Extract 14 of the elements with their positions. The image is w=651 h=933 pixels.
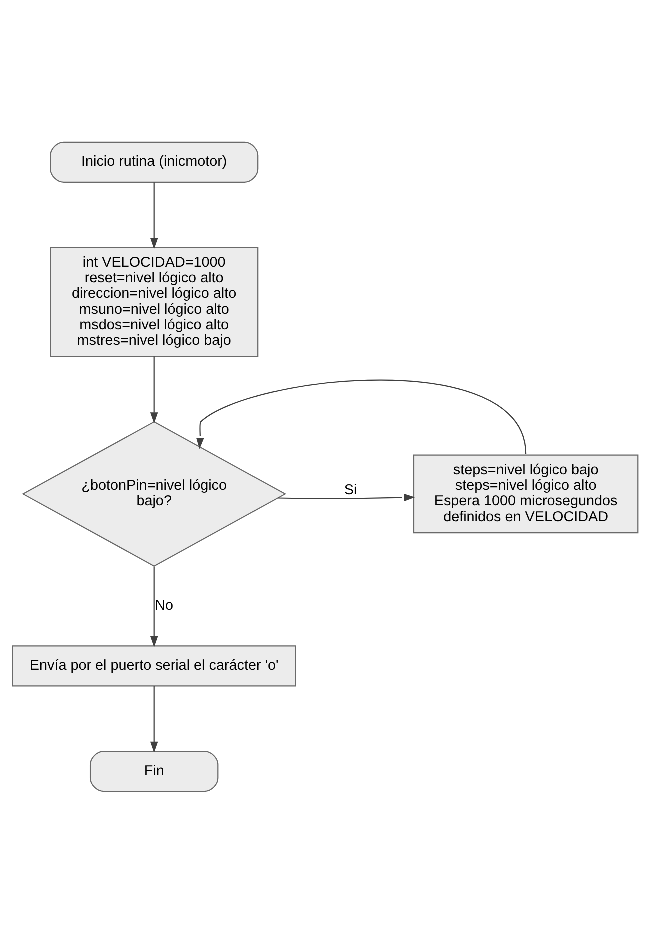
arrow bbox=[278, 493, 416, 502]
arrow bbox=[196, 379, 527, 454]
arrow bbox=[150, 566, 158, 648]
edge-label: No bbox=[155, 598, 174, 614]
node-box: Envía por el puerto serial el carácter 'o' bbox=[12, 645, 296, 686]
node-box: steps=nivel lógico bajo steps=nivel lógico alto Espera 1000 microsegundos definidos en VELOCIDAD bbox=[413, 454, 639, 534]
node-diamond: ¿botonPin=nivel lógico bajo? bbox=[22, 420, 287, 566]
arrow bbox=[150, 356, 158, 424]
node-box: Fin bbox=[90, 750, 219, 792]
arrow bbox=[150, 182, 158, 249]
edge-label: Si bbox=[344, 482, 358, 498]
node-box: int VELOCIDAD=1000 reset=nivel lógico alto direccion=nivel lógico alto msuno=nivel lógico alto msdos=nivel lógico alto mstres=nivel lógico bajo bbox=[50, 246, 259, 357]
node-box: Inicio rutina (inicmotor) bbox=[50, 141, 259, 182]
arrow bbox=[150, 686, 158, 752]
